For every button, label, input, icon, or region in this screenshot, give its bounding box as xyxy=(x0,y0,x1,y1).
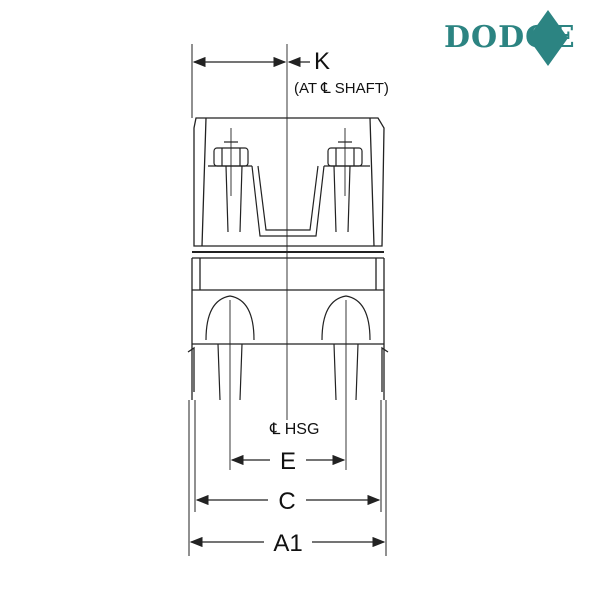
saddle xyxy=(208,165,370,237)
label-e: E xyxy=(280,448,296,475)
logo-text: DODGE xyxy=(444,20,576,55)
label-c: C xyxy=(278,488,295,515)
label-a1: A1 xyxy=(273,530,302,557)
label-k: K xyxy=(314,48,330,75)
extension-lines xyxy=(188,44,387,556)
housing-outline xyxy=(187,117,389,400)
right-bolt xyxy=(327,128,363,233)
label-k-note: (AT ℄ SHAFT) xyxy=(294,80,389,97)
logo-diamond-icon xyxy=(528,10,568,66)
dodge-logo: DODGE xyxy=(444,8,596,68)
lower-bolt-holes xyxy=(205,295,371,401)
left-bolt xyxy=(213,128,249,233)
centerlines xyxy=(229,44,347,470)
label-hsg: ℄ HSG xyxy=(269,421,319,438)
